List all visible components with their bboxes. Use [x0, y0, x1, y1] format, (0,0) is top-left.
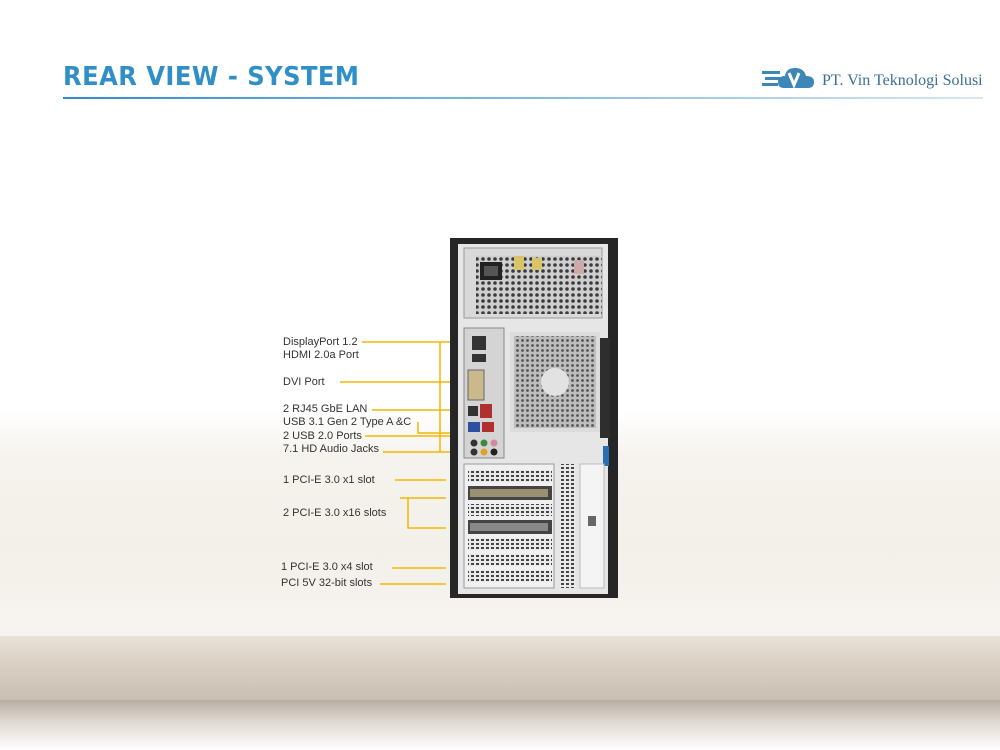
dvi-port [467, 369, 485, 401]
callout-displayport: DisplayPort 1.2 [283, 336, 358, 348]
floor-shadow [0, 700, 1000, 750]
floor-band [0, 636, 1000, 706]
usb-ports [468, 406, 478, 416]
pcie-x1-slot [468, 470, 552, 482]
fan-hub [541, 368, 569, 396]
page-title: REAR VIEW - SYSTEM [63, 62, 360, 92]
callout-audio: 7.1 HD Audio Jacks [283, 443, 379, 455]
title-underline [63, 97, 983, 99]
callout-pcie-x4: 1 PCI-E 3.0 x4 slot [281, 561, 373, 573]
callout-pci: PCI 5V 32-bit slots [281, 577, 373, 589]
callout-hdmi: HDMI 2.0a Port [283, 349, 359, 361]
hdmi-port [472, 354, 486, 362]
cloud-logo-icon [762, 68, 814, 89]
callout-pcie-x1: 1 PCI-E 3.0 x1 slot [283, 474, 375, 486]
callout-pcie-x16: 2 PCI-E 3.0 x16 slots [283, 507, 387, 519]
displayport-port [472, 336, 486, 350]
callout-dvi: DVI Port [283, 376, 325, 388]
chassis-rear-view [450, 238, 618, 598]
callout-usb20: 2 USB 2.0 Ports [283, 430, 362, 442]
company-logo: PT. Vin Teknologi Solusi [762, 62, 992, 98]
leader-x16-bracket [407, 498, 446, 529]
company-name: PT. Vin Teknologi Solusi [822, 72, 983, 89]
pcie-x4-slot [468, 538, 552, 550]
callout-lan: 2 RJ45 GbE LAN [283, 403, 368, 415]
audio-jacks [470, 439, 478, 447]
pci-slot-1 [468, 554, 552, 566]
pci-slot-2 [468, 570, 552, 582]
callout-usb31: USB 3.1 Gen 2 Type A &C [283, 416, 412, 428]
lan-ports [480, 404, 492, 418]
